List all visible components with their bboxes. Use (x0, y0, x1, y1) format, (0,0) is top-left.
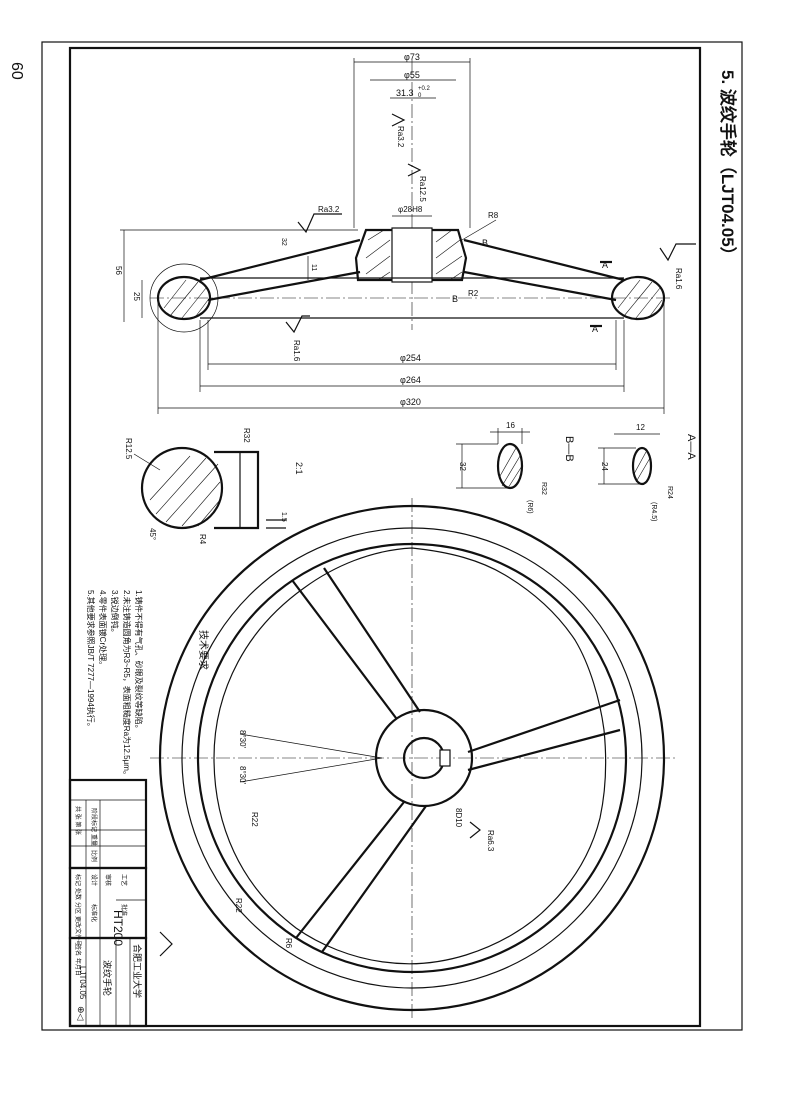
dim-d55: φ55 (404, 70, 420, 80)
tb-checker: 审核 (104, 874, 112, 886)
roughness-ra63: Ra6.3 (486, 830, 495, 852)
bb-r32: R32 (540, 482, 547, 495)
dim-d31-tol: +0.2 (418, 86, 431, 92)
roughness-ra16-rim: Ra1.6 (674, 268, 683, 290)
dim-d254: φ254 (400, 353, 421, 363)
front-view: 8°30' 8°30' 8D10 Ra6.3 R22 R22 R6 (150, 498, 676, 1020)
aa-width: 12 (636, 423, 645, 432)
tech-requirements: 技术要求 1.铸件不得有气孔、砂眼及裂纹等缺陷。 2.未注铸造圆角为R3~R5，… (86, 590, 210, 779)
tb-projection: ⊕◁ (76, 1006, 86, 1021)
tb-designer: 设计 (90, 874, 98, 886)
detail-r4: R4 (198, 534, 207, 545)
roughness-ra32-spoke: Ra3.2 (318, 205, 340, 214)
page-number: 60 (8, 62, 25, 80)
section-aa-label: A—A (685, 434, 697, 460)
tb-mark: 标记 (74, 874, 82, 886)
radius-r6: R6 (284, 938, 293, 949)
dim-h25: 25 (132, 292, 141, 301)
tb-school: 合肥工业大学 (132, 944, 143, 998)
tb-weight: 重量 (90, 834, 98, 846)
section-aa: 12 24 R24 (R4.5) A—A (598, 423, 697, 521)
section-view: φ73 φ55 31.3 +0.2 0 φ28H8 Ra3.2 Ra12.5 R… (114, 52, 696, 414)
inner-frame (68, 46, 702, 1028)
aa-r45: (R4.5) (650, 502, 657, 521)
dim-d320: φ320 (400, 397, 421, 407)
section-bb: 16 32 R32 (R6) B—B (456, 421, 575, 514)
dim-h32: 32 (280, 238, 287, 246)
bb-height: 32 (458, 462, 467, 471)
roughness-ra16-bottom: Ra1.6 (292, 340, 301, 362)
roughness-ra32-hub: Ra3.2 (396, 126, 405, 148)
tech-item-4: 4.零件表面镀Cr处理。 (98, 590, 108, 669)
dim-r8: R8 (488, 211, 499, 220)
radius-r22-a: R22 (250, 812, 259, 827)
roughness-ra125-hub: Ra12.5 (418, 176, 427, 202)
tech-item-3: 3.锐边倒钝。 (110, 590, 120, 637)
dim-d264: φ264 (400, 375, 421, 385)
bb-r6: (R6) (526, 500, 533, 514)
dim-r2: R2 (468, 289, 479, 298)
drawing-title: 5. 波纹手轮（LJT04.05） (718, 70, 738, 264)
tb-std: 标准化 (90, 904, 98, 922)
mark-a-bottom: A (592, 324, 598, 334)
detail-15: 1.5 (280, 512, 287, 522)
tb-approve: 批准 (120, 904, 128, 916)
angle-2: 8°30' (238, 766, 247, 785)
mark-b-bottom: B (452, 294, 458, 304)
tb-sheet: 共 张 第 张 (74, 806, 82, 835)
keyway-dim: 8D10 (454, 808, 463, 828)
tb-zone: 分区 (74, 902, 82, 914)
tb-count: 处数 (74, 888, 82, 900)
tech-item-2: 2.未注铸造圆角为R3~R5，表面粗糙度Ra为12.5μm。 (122, 590, 132, 779)
tb-process: 工艺 (120, 874, 128, 886)
tb-scale: 比例 (90, 850, 98, 862)
tb-drawing-no: LJT04.05 (78, 966, 87, 1000)
aa-r24: R24 (666, 486, 673, 499)
tb-date: 年月日 (74, 958, 82, 976)
aa-height: 24 (600, 462, 609, 471)
detail-scale: 2:1 (294, 462, 304, 475)
dim-h56: 56 (114, 266, 123, 275)
dim-d73: φ73 (404, 52, 420, 62)
title-block: 标记 处数 分区 更改文件号 签名 年月日 设计 标准化 审核 工艺 批准 阶段… (68, 778, 148, 1028)
mark-a-top: A (602, 260, 608, 270)
detail-r125: R12.5 (124, 438, 133, 460)
detail-r32: R32 (242, 428, 251, 443)
dim-h11: 11 (310, 264, 317, 271)
outer-frame (41, 41, 743, 1031)
tech-heading: 技术要求 (197, 630, 210, 670)
detail-view: R12.5 R32 2:1 1.5 45° R4 (124, 428, 304, 545)
section-bb-label: B—B (563, 436, 575, 462)
tb-stage: 阶段标记 (90, 808, 98, 832)
radius-r22-b: R22 (234, 898, 243, 913)
tb-part-name: 波纹手轮 (102, 960, 113, 996)
bb-width: 16 (506, 421, 515, 430)
tb-material: HT200 (111, 910, 125, 946)
tech-item-5: 5.其他要求参照JB/T 7277—1994执行。 (86, 590, 96, 731)
dim-d31: 31.3 (396, 88, 414, 98)
tb-sign: 签名 (74, 944, 82, 956)
dim-d31-tol-low: 0 (418, 93, 422, 99)
tb-change: 更改文件号 (74, 916, 82, 946)
mark-b-top: B (482, 238, 488, 248)
tech-item-1: 1.铸件不得有气孔、砂眼及裂纹等缺陷。 (134, 590, 144, 733)
angle-1: 8°30' (238, 730, 247, 749)
detail-45: 45° (148, 528, 157, 540)
dim-d28: φ28H8 (398, 205, 423, 214)
